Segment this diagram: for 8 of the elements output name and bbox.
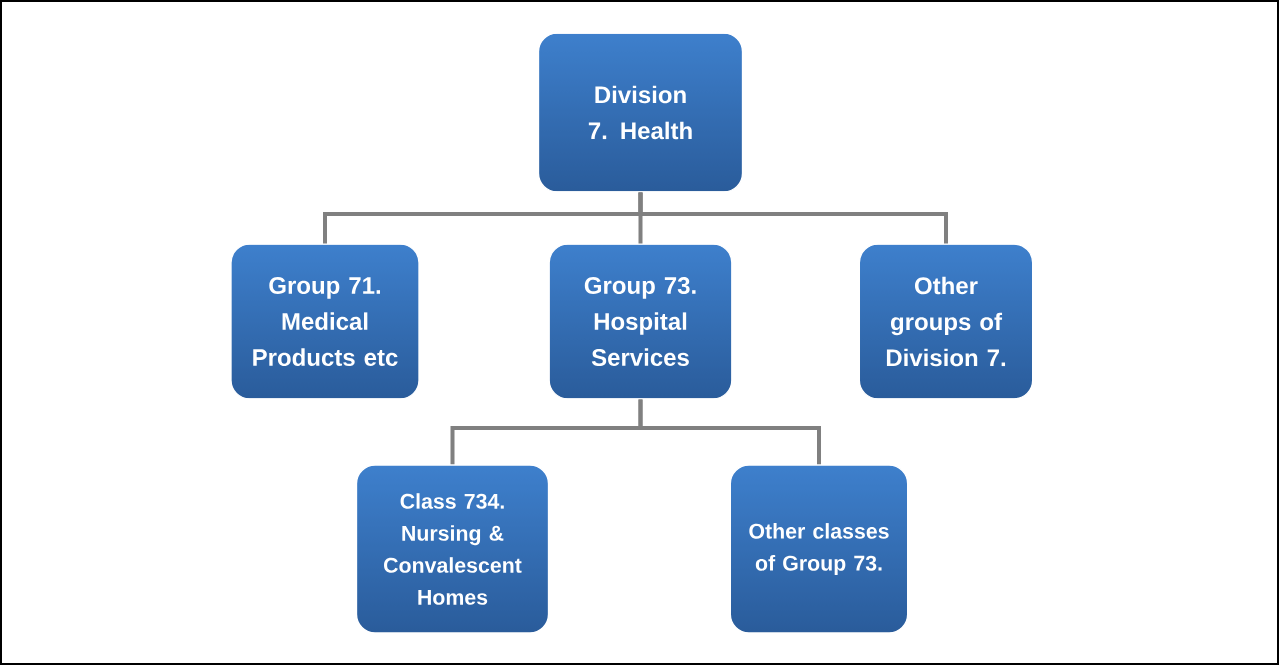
box: Class 734. Nursing & Convalescent Homes [355,464,550,634]
box: Group 73. Hospital Services [548,243,733,400]
box: Other groups of Division 7. [858,243,1034,400]
box: Division 7. Health [537,32,744,193]
connector [638,192,948,244]
box: Other classes of Group 73. [729,464,909,634]
connector [638,399,821,465]
box: Group 71. Medical Products etc [230,243,420,400]
